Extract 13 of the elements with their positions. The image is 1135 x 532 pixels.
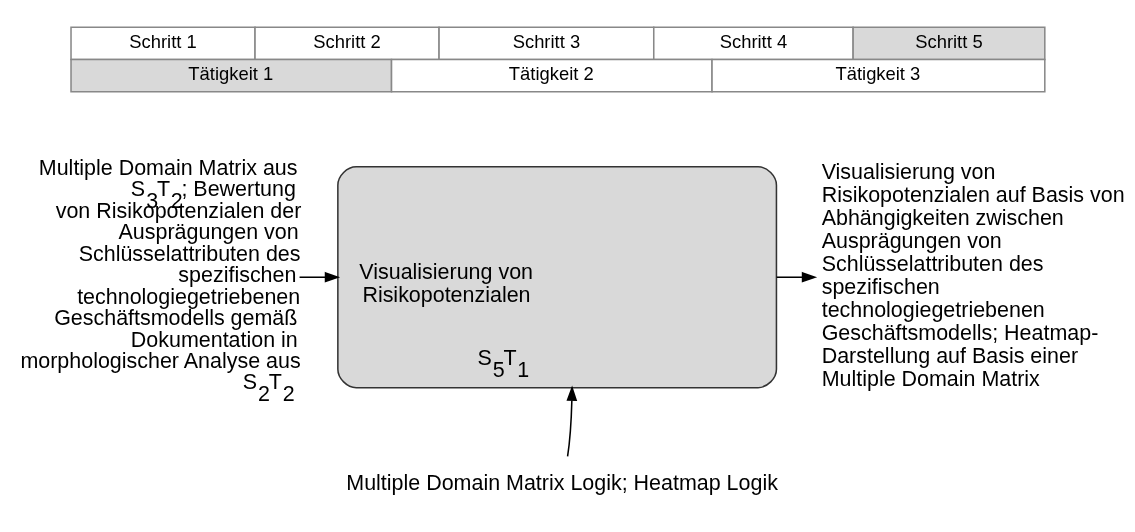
label: Schritt 4 xyxy=(719,30,788,52)
node-text: Multiple Domain Matrix Logik; Heatmap Logik xyxy=(346,470,778,495)
label: Tätigkeit 2 xyxy=(508,62,594,84)
node-text: Visualisierung von Risikopotenzialen auf Basis von Abhängigkeiten zwischen Ausprägungen von Schlüsselattributen des spezifischen technologiegetriebenen Geschäftsmodells; Heatmap-Darstellung auf Basis einer Multiple Domain Matrix xyxy=(821,159,1125,391)
label: Schritt 3 xyxy=(512,30,581,52)
arrow xyxy=(566,385,578,457)
label: Tätigkeit 1 xyxy=(188,62,274,84)
label: Schritt 2 xyxy=(313,30,381,52)
arrow xyxy=(775,271,818,283)
arrow xyxy=(298,271,341,283)
label: Schritt 1 xyxy=(129,30,197,52)
label: Tätigkeit 3 xyxy=(835,62,921,84)
label: Schritt 5 xyxy=(915,30,983,52)
